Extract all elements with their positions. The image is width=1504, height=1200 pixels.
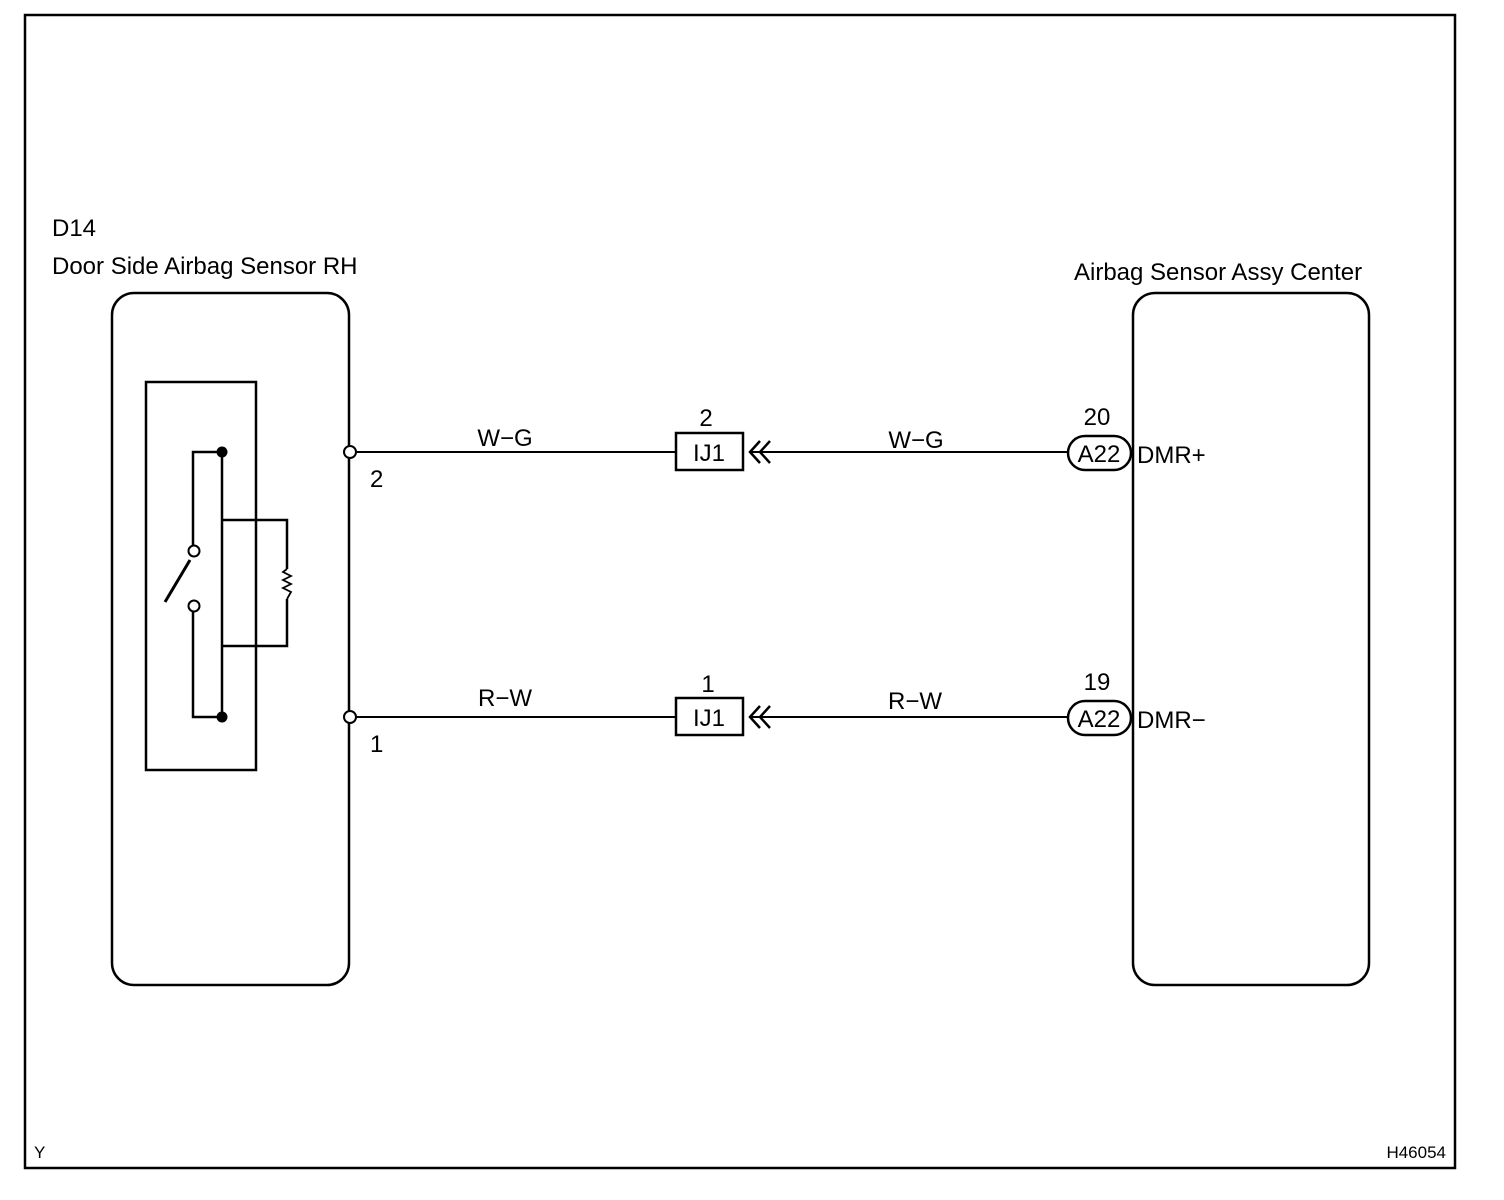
switch-contact-lower xyxy=(187,599,201,613)
connector-a22-top-label: A22 xyxy=(1078,441,1121,468)
junction-pin-top: 2 xyxy=(699,405,712,432)
right-component-body xyxy=(1131,291,1371,987)
left-pin-number-2: 2 xyxy=(370,466,383,493)
connector-a22-top-pin: 20 xyxy=(1084,404,1111,431)
right-component-name: Airbag Sensor Assy Center xyxy=(1074,259,1362,286)
junction-dot-bottom xyxy=(216,711,228,723)
switch-lever xyxy=(163,559,192,603)
circuit-top: 2 W−G W−G IJ1 2 A22 20 DMR+ xyxy=(343,404,1206,493)
footer-left-code: Y xyxy=(34,1143,45,1162)
signal-dmr-plus: DMR+ xyxy=(1137,442,1206,469)
junction-pin-bottom: 1 xyxy=(701,671,714,698)
wire-color-top-left: W−G xyxy=(477,425,532,452)
resistor-symbol xyxy=(280,568,294,600)
junction-label-bottom: IJ1 xyxy=(693,705,725,732)
left-component-name: Door Side Airbag Sensor RH xyxy=(52,253,357,280)
connector-a22-bottom-pin: 19 xyxy=(1084,669,1111,696)
door-sensor-internal-circuit xyxy=(144,380,289,772)
junction-connector-ij1-bottom xyxy=(674,696,745,737)
connector-chevron-icon xyxy=(758,440,771,464)
switch-contact-upper xyxy=(187,544,201,558)
connector-a22-bottom-label: A22 xyxy=(1078,706,1121,733)
left-component-code: D14 xyxy=(52,215,96,242)
footer-right-code: H46054 xyxy=(1386,1143,1446,1162)
junction-connector-ij1-top xyxy=(674,431,745,472)
connector-chevron-icon xyxy=(748,440,761,464)
connector-a22-bottom xyxy=(1066,699,1133,737)
signal-dmr-minus: DMR− xyxy=(1137,707,1206,734)
terminal-pin-1 xyxy=(343,710,357,724)
connector-chevron-icon xyxy=(748,705,761,729)
left-component-body xyxy=(110,291,351,987)
connector-chevron-icon xyxy=(758,705,771,729)
terminal-pin-2 xyxy=(343,445,357,459)
junction-label-top: IJ1 xyxy=(693,440,725,467)
connector-a22-top xyxy=(1066,434,1133,472)
wire-color-top-right: W−G xyxy=(888,427,943,454)
wire-color-bottom-left: R−W xyxy=(478,685,532,712)
left-pin-number-1: 1 xyxy=(370,731,383,758)
wire-color-bottom-right: R−W xyxy=(888,688,942,715)
circuit-bottom: 1 R−W R−W IJ1 1 A22 19 DMR− xyxy=(343,669,1206,758)
diagram-frame xyxy=(23,13,1457,1170)
junction-dot-top xyxy=(216,446,228,458)
